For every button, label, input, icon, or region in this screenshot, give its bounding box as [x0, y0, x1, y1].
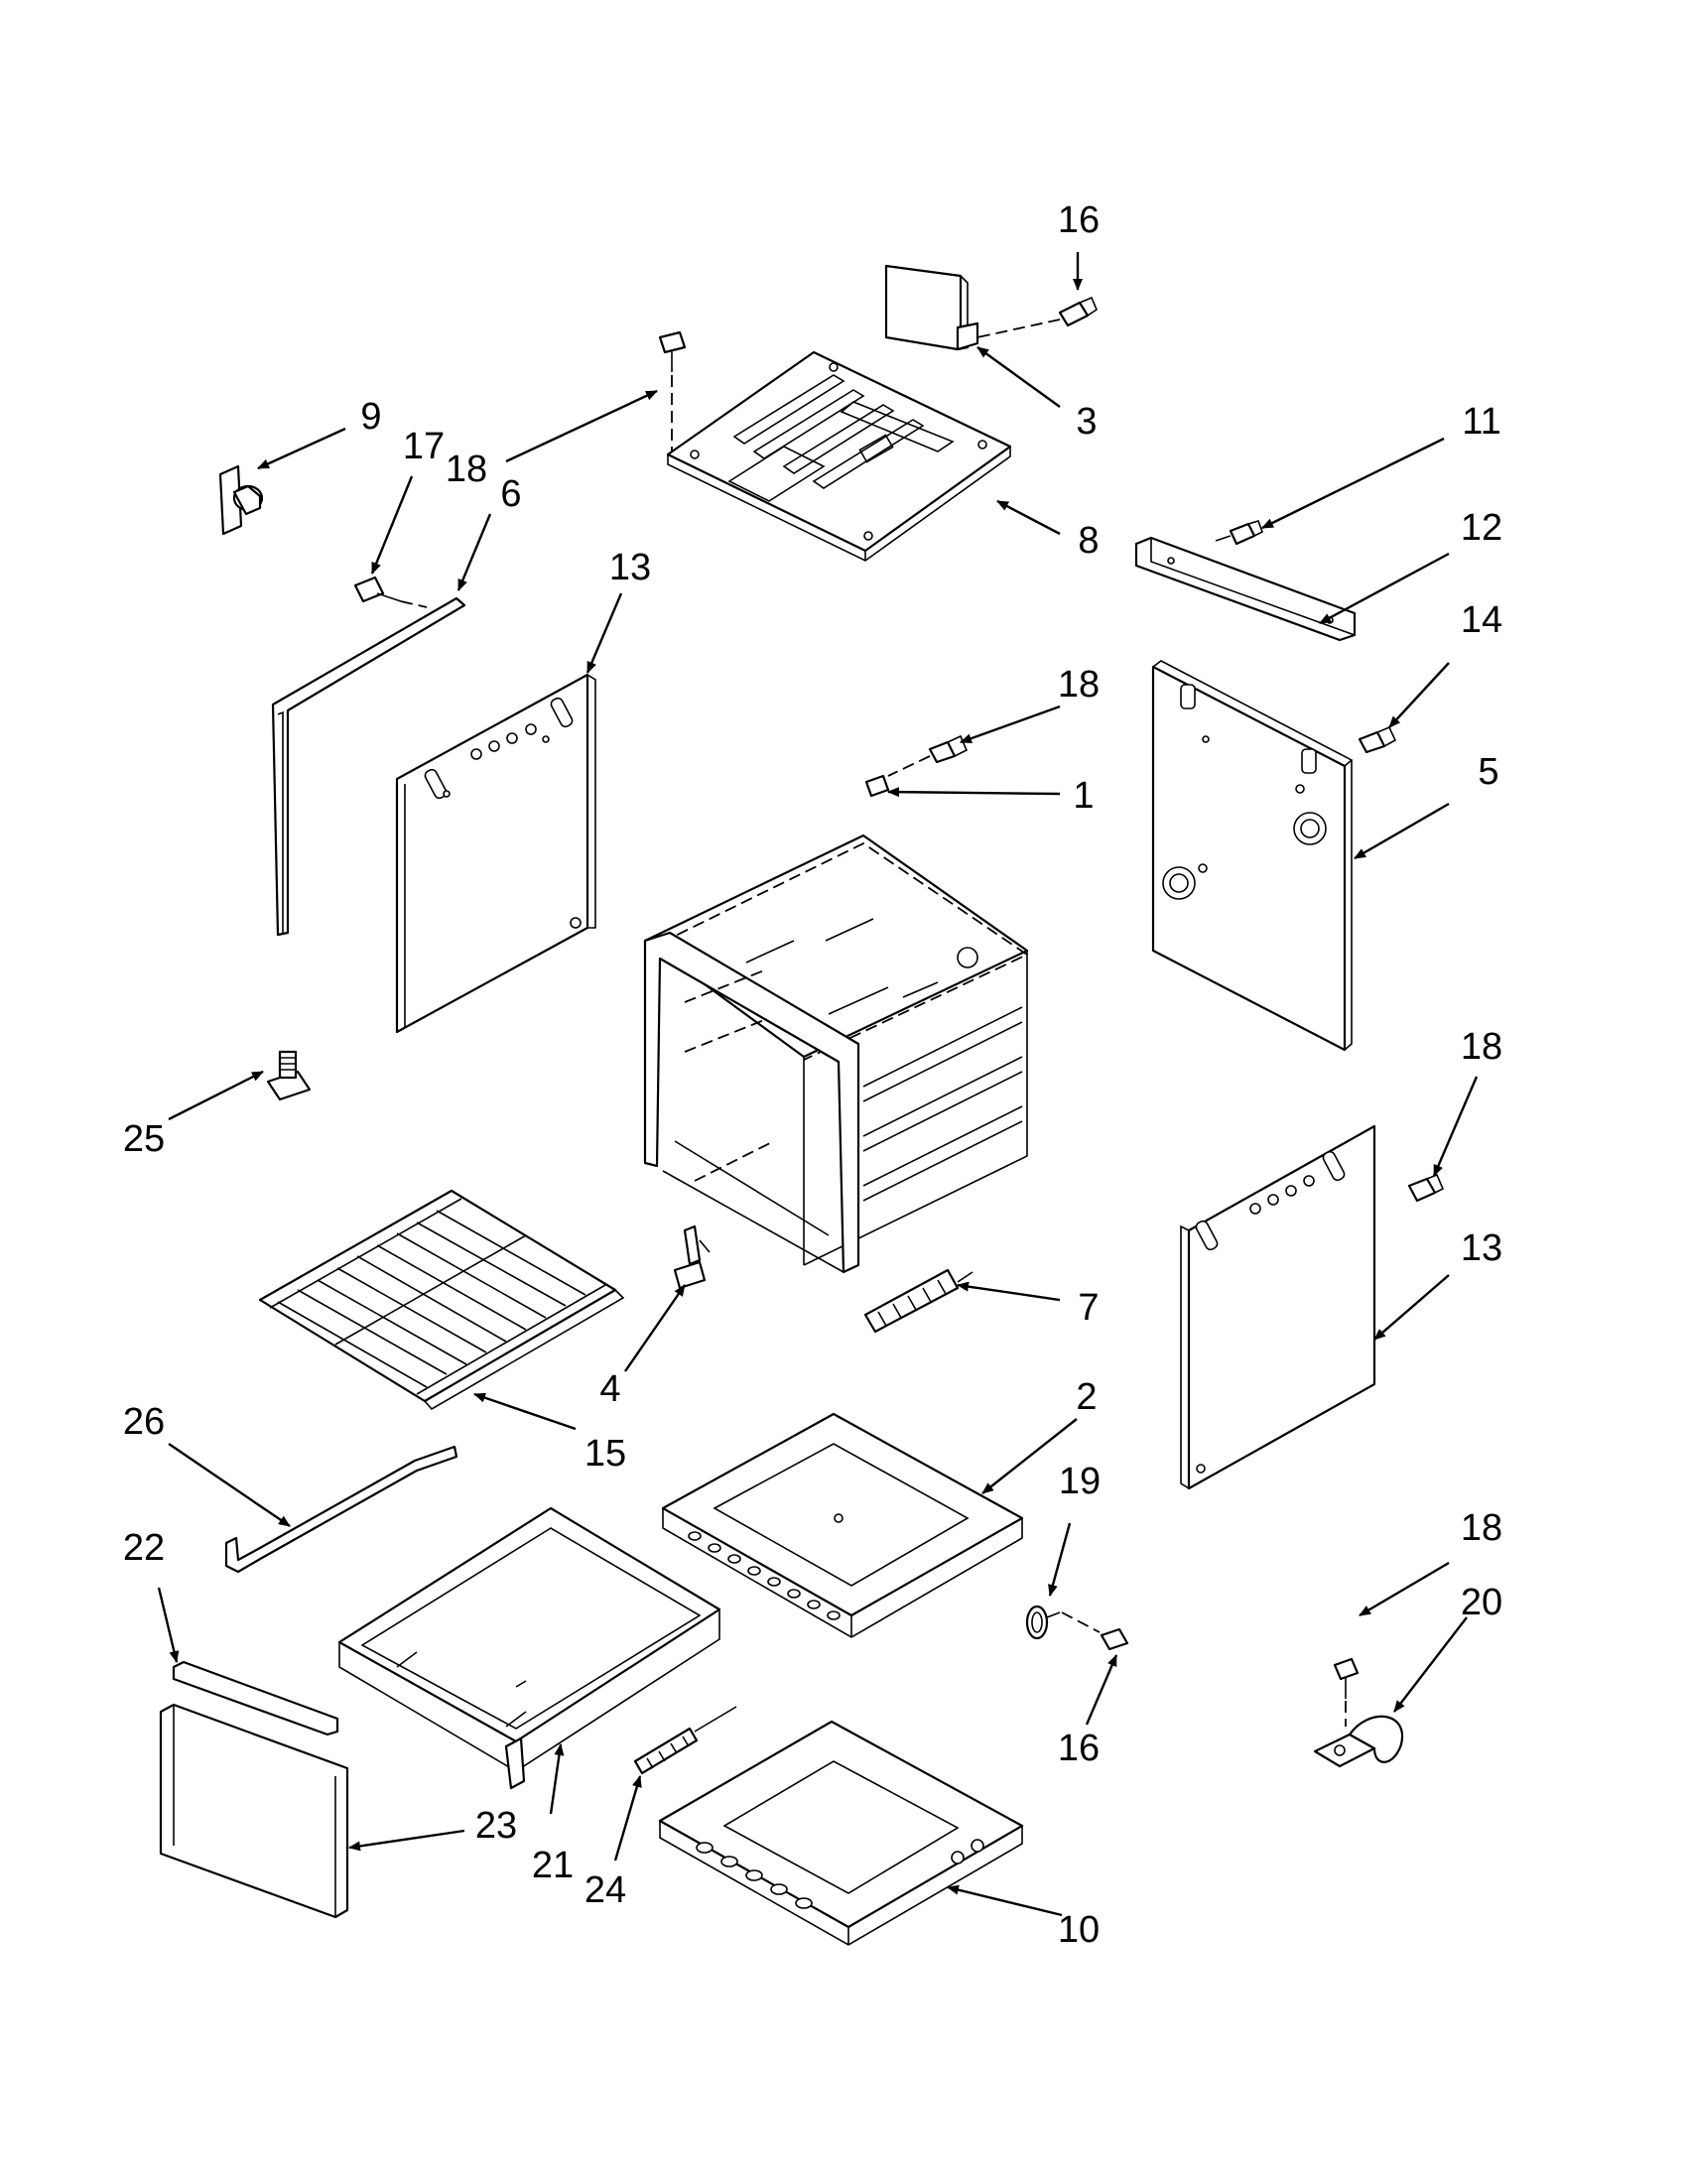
part-23-drawer-front [159, 1703, 349, 1919]
callout-13: 13 [1461, 1227, 1502, 1269]
callout-2: 2 [1076, 1376, 1097, 1418]
callout-13: 13 [609, 547, 651, 588]
callout-26: 26 [123, 1401, 165, 1443]
callout-24: 24 [584, 1869, 626, 1911]
part-3-bracket [884, 264, 979, 351]
part-26-rod [224, 1445, 458, 1574]
callout-16: 16 [1058, 199, 1100, 241]
callout-3: 3 [1076, 401, 1097, 443]
part-5-rear-panel [1151, 660, 1354, 1052]
leader-lines [157, 252, 1479, 1917]
part-17-screw [353, 576, 428, 608]
part-24-spring [633, 1706, 737, 1775]
part-13-side-panel-left [395, 673, 596, 1034]
part-25-leg [266, 1050, 312, 1101]
callout-4: 4 [599, 1368, 620, 1410]
part-13-side-panel-right [1180, 1124, 1376, 1490]
part-6-trim [271, 596, 466, 937]
callout-21: 21 [532, 1845, 574, 1886]
part-22-trim [172, 1660, 339, 1736]
callout-10: 10 [1058, 1909, 1100, 1951]
part-1-nut [864, 774, 890, 798]
callout-11: 11 [1462, 401, 1500, 443]
callout-1: 1 [1073, 775, 1094, 817]
callout-18: 18 [1058, 664, 1100, 706]
oven-cavity [643, 834, 1029, 1274]
callout-9: 9 [360, 396, 381, 438]
callout-8: 8 [1078, 520, 1099, 562]
callout-18: 18 [1461, 1026, 1502, 1068]
callout-17: 17 [403, 426, 445, 467]
callout-14: 14 [1461, 599, 1502, 641]
callout-22: 22 [123, 1527, 165, 1569]
part-18-screw-a [658, 330, 687, 451]
part-16-screw-bottom [1061, 1611, 1129, 1651]
callout-20: 20 [1461, 1582, 1502, 1623]
callout-16: 16 [1058, 1728, 1100, 1769]
part-2-frame [661, 1412, 1024, 1638]
part-18-screw-b [887, 734, 969, 777]
callout-12: 12 [1461, 507, 1502, 549]
callout-5: 5 [1478, 751, 1498, 793]
callout-labels: 16 3 9 17 18 6 8 13 11 12 14 18 1 5 25 1… [123, 199, 1502, 1951]
part-9-bracket [218, 464, 264, 536]
part-12-rail [1134, 536, 1357, 642]
callout-18: 18 [1461, 1507, 1502, 1549]
part-11-screw [1215, 520, 1263, 546]
part-15-rack [258, 1189, 625, 1411]
part-7-spring [863, 1268, 974, 1334]
callout-18: 18 [446, 449, 487, 490]
part-8-top-panel [666, 350, 1012, 562]
callout-7: 7 [1078, 1287, 1099, 1329]
part-19-spring [1025, 1605, 1061, 1640]
part-18-screw-d [1333, 1657, 1360, 1727]
part-16-screw-top [976, 296, 1098, 338]
callout-23: 23 [475, 1805, 517, 1847]
part-14-screw [1358, 725, 1397, 754]
callout-6: 6 [500, 473, 521, 515]
part-18-screw-c [1407, 1173, 1445, 1203]
callout-25: 25 [123, 1118, 165, 1160]
callout-19: 19 [1059, 1461, 1101, 1502]
callout-15: 15 [584, 1433, 626, 1475]
part-4-clip [673, 1224, 711, 1290]
part-20-clamp [1313, 1715, 1404, 1768]
part-10-bottom-frame [658, 1720, 1024, 1946]
part-21-drawer [337, 1506, 721, 1790]
